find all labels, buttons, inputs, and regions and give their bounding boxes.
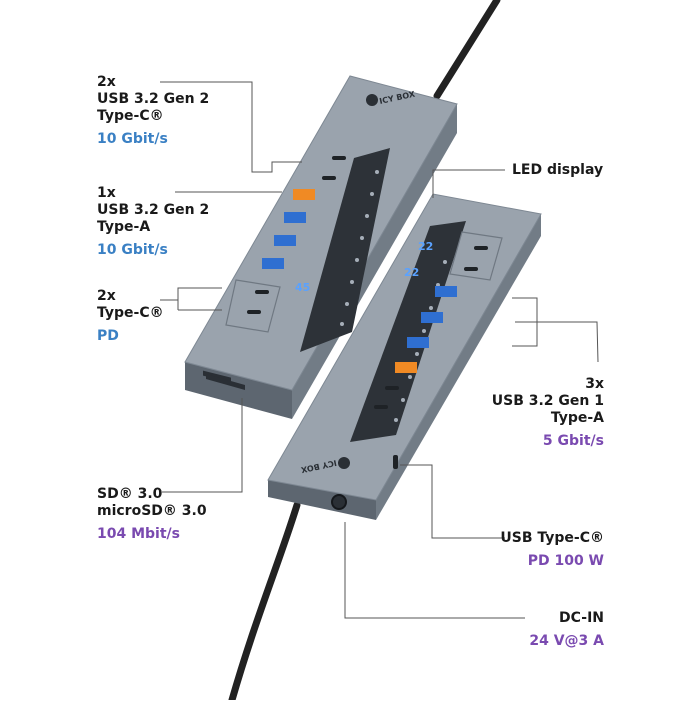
- label-sd-reader-line2: microSD® 3.0: [97, 503, 207, 519]
- right-hub-display-2: 22: [404, 266, 419, 279]
- left-hub-display: 45: [295, 281, 310, 294]
- label-usb-a-gen1-line3: Type-A: [550, 410, 604, 426]
- left-hub: ICY BOX 45: [184, 75, 458, 419]
- usb-c-port: [374, 405, 388, 409]
- usb-c-port: [332, 156, 346, 160]
- usb-a-port-orange: [395, 362, 417, 373]
- label-usb-c-pd100: USB Type-C® PD 100 W: [500, 530, 604, 570]
- label-dc-in: DC-IN 24 V@3 A: [529, 610, 604, 650]
- label-usb-a-gen2-line3: Type-A: [97, 219, 151, 235]
- usb-c-port: [322, 176, 336, 180]
- usb-c-box-right: [449, 231, 503, 281]
- label-usb-c-gen2-spec: 10 Gbit/s: [97, 131, 168, 147]
- label-usb-a-gen2-spec: 10 Gbit/s: [97, 242, 168, 258]
- label-usb-a-gen1: 3x USB 3.2 Gen 1 Type-A 5 Gbit/s: [492, 376, 604, 450]
- led-strip-left: [300, 148, 390, 352]
- label-usb-c-pd-spec: PD: [97, 328, 119, 344]
- label-usb-a-gen1-spec: 5 Gbit/s: [542, 433, 604, 449]
- usb-c-pd-port: [255, 290, 269, 294]
- right-hub: 22 22 ICY BOX: [267, 193, 542, 520]
- microsd-slot: [206, 374, 245, 390]
- dc-in-jack: [331, 494, 347, 510]
- label-usb-c-pd: 2x Type-C® PD: [97, 288, 164, 345]
- label-usb-c-pd-line2: Type-C®: [97, 305, 164, 321]
- label-usb-a-gen2-line2: USB 3.2 Gen 2: [97, 202, 210, 218]
- label-led-display-line1: LED display: [512, 162, 604, 178]
- usb-c-pd-port: [247, 310, 261, 314]
- right-hub-display-1: 22: [418, 240, 433, 253]
- usb-c-port: [474, 246, 488, 250]
- label-usb-c-gen2-line3: Type-C®: [97, 108, 164, 124]
- usb-a-port-blue: [407, 337, 429, 348]
- usb-a-port-blue: [262, 258, 284, 269]
- usb-c-port: [385, 386, 399, 390]
- label-usb-c-gen2-line1: 2x: [97, 74, 116, 90]
- pd-port-box: [225, 279, 281, 333]
- usb-a-port-blue: [284, 212, 306, 223]
- usb-a-port-blue: [274, 235, 296, 246]
- label-sd-reader: SD® 3.0 microSD® 3.0 104 Mbit/s: [97, 486, 207, 543]
- label-usb-a-gen2: 1x USB 3.2 Gen 2 Type-A 10 Gbit/s: [97, 185, 209, 259]
- label-sd-reader-spec: 104 Mbit/s: [97, 526, 180, 542]
- label-usb-c-pd100-spec: PD 100 W: [527, 553, 604, 569]
- label-sd-reader-line1: SD® 3.0: [97, 486, 163, 502]
- label-usb-a-gen2-line1: 1x: [97, 185, 116, 201]
- label-led-display: LED display: [512, 162, 603, 179]
- label-usb-c-gen2-line2: USB 3.2 Gen 2: [97, 91, 210, 107]
- label-usb-c-gen2: 2x USB 3.2 Gen 2 Type-C® 10 Gbit/s: [97, 74, 209, 148]
- label-usb-a-gen1-line2: USB 3.2 Gen 1: [491, 393, 604, 409]
- label-usb-c-pd-line1: 2x: [97, 288, 116, 304]
- label-dc-in-spec: 24 V@3 A: [529, 633, 604, 649]
- label-usb-c-pd100-line1: USB Type-C®: [500, 530, 604, 546]
- led-strip-right: [350, 221, 466, 442]
- icybox-logo-mark: [338, 457, 350, 469]
- usb-c-port: [464, 267, 478, 271]
- usb-a-port-blue: [435, 286, 457, 297]
- usb-a-port-orange: [293, 189, 315, 200]
- leader-lines: [160, 81, 599, 619]
- icybox-logo-mark: [366, 94, 378, 106]
- label-dc-in-line1: DC-IN: [559, 610, 604, 626]
- label-usb-a-gen1-line1: 3x: [585, 376, 604, 392]
- top-cable: [433, 0, 501, 100]
- usb-a-port-blue: [421, 312, 443, 323]
- side-usb-c-port: [393, 455, 398, 469]
- bottom-cable: [228, 501, 301, 704]
